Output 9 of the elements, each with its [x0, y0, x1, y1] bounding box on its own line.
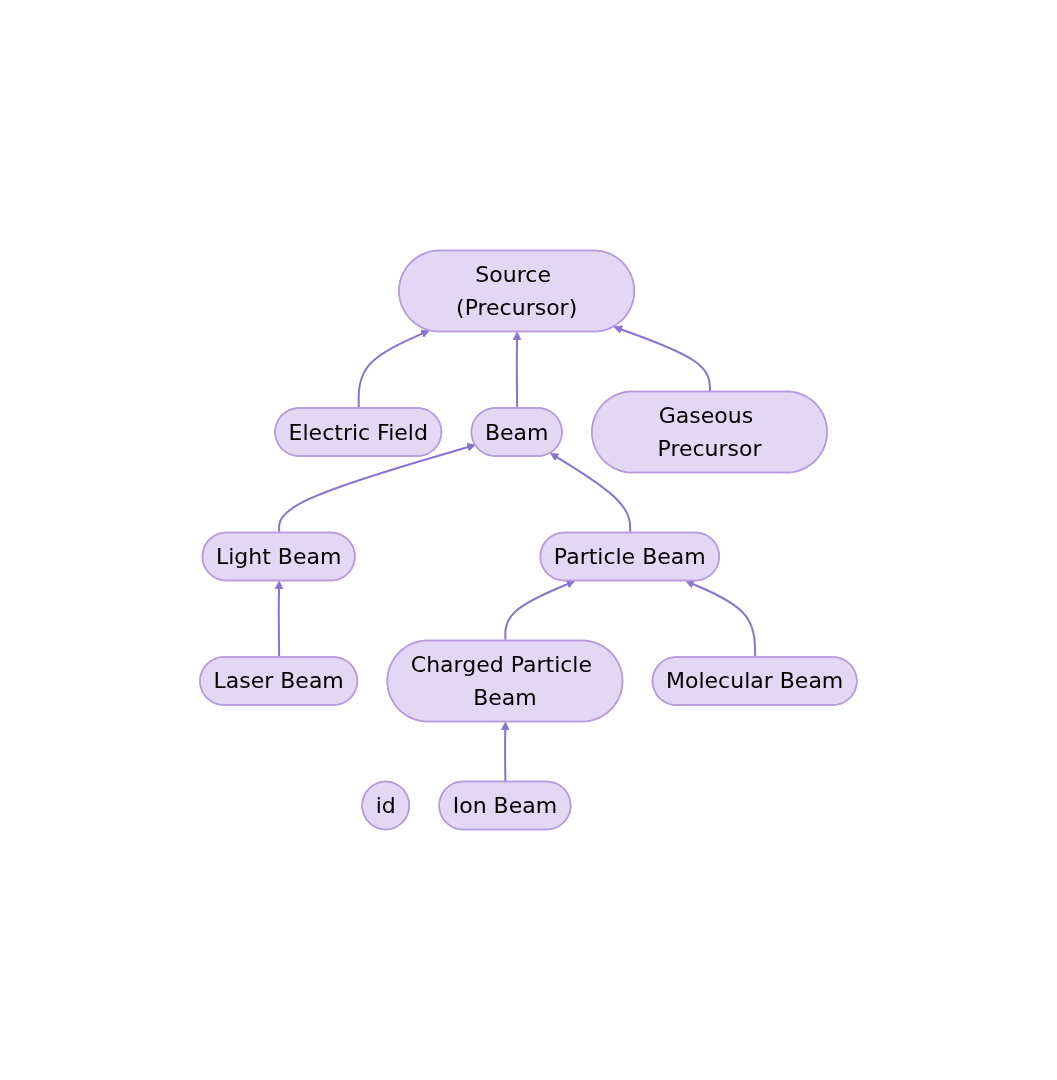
- arrow: [685, 580, 757, 659]
- arrow: [512, 331, 522, 410]
- arrow: [504, 580, 576, 642]
- arrow: [274, 580, 284, 659]
- arrow: [550, 452, 632, 534]
- arrow: [357, 329, 430, 410]
- arrow: [500, 721, 510, 783]
- arrow: [278, 442, 476, 534]
- arrow: [613, 325, 712, 393]
